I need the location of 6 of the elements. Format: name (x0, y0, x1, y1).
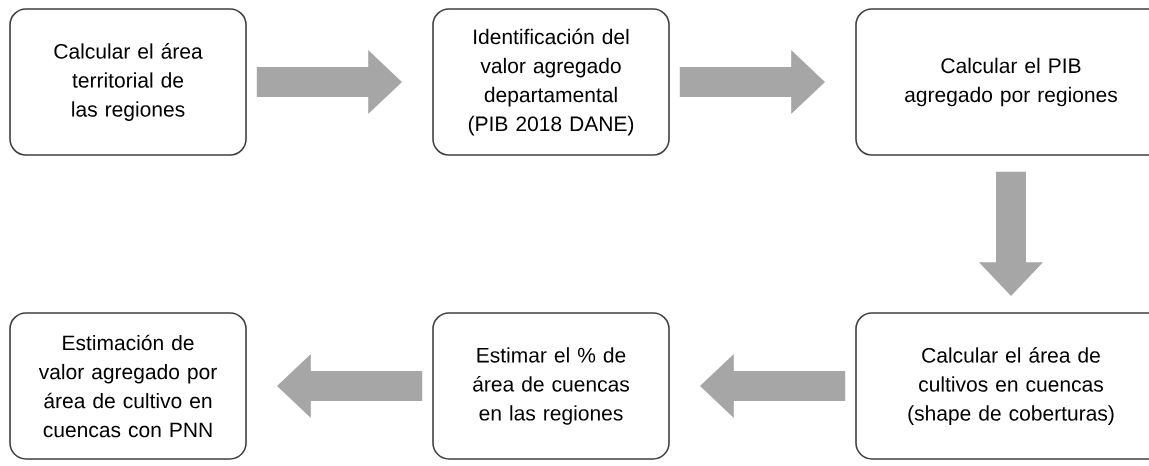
process-box: Estimación de valor agregado por área de cultivo en cuencas con PNN (9, 312, 247, 460)
process-box: Estimar el % de área de cuencas en las regiones (432, 312, 670, 460)
process-box: Identificación del valor agregado departamental (PIB 2018 DANE) (432, 8, 670, 156)
process-box: Calcular el PIB agregado por regiones (855, 8, 1149, 156)
process-box: Calcular el área de cultivos en cuencas (shape de coberturas) (855, 312, 1149, 460)
process-box: Calcular el área territorial de las regiones (9, 8, 247, 156)
